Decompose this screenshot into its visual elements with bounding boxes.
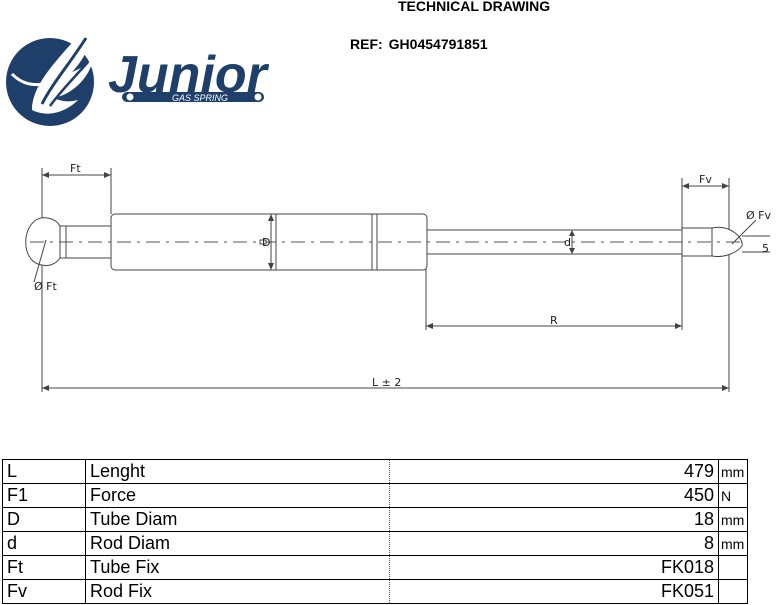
dim-d-small-label: d — [564, 236, 571, 249]
row-value: 450 — [389, 483, 719, 508]
ref-label: REF: — [350, 36, 383, 52]
row-value: 8 — [389, 531, 719, 556]
row-unit: N — [718, 483, 748, 508]
table-row: Ft Tube Fix FK018 — [2, 555, 748, 580]
row-label: Tube Diam — [85, 507, 390, 532]
row-label: Tube Fix — [85, 555, 390, 580]
dim-five-label: 5 — [762, 242, 769, 255]
row-label: Rod Fix — [85, 579, 390, 604]
logo-wing-icon — [32, 16, 97, 114]
row-unit: mm — [718, 531, 748, 556]
row-symbol: D — [2, 507, 86, 532]
drawing-title: TECHNICAL DRAWING — [398, 0, 551, 14]
dim-phi-fv-label: Ø Fv — [746, 209, 771, 222]
row-unit: mm — [718, 507, 748, 532]
row-unit: mm — [718, 459, 748, 484]
dim-d-big-label: D — [262, 236, 270, 249]
row-value: 479 — [389, 459, 719, 484]
row-symbol: Fv — [2, 579, 86, 604]
table-row: L Lenght 479 mm — [2, 459, 748, 484]
reference-line: REF: GH0454791851 — [350, 36, 488, 52]
row-value: FK051 — [389, 579, 719, 604]
dim-fv-label: Fv — [699, 173, 712, 186]
row-label: Rod Diam — [85, 531, 390, 556]
row-symbol: L — [2, 459, 86, 484]
table-row: Fv Rod Fix FK051 — [2, 579, 748, 604]
row-label: Force — [85, 483, 390, 508]
logo-subtitle-text: GAS SPRING — [172, 93, 228, 103]
junior-logo: Junior GAS SPRING — [6, 16, 270, 126]
row-symbol: d — [2, 531, 86, 556]
specs-table: L Lenght 479 mm F1 Force 450 N D Tube Di… — [2, 459, 748, 604]
dim-l-label: L ± 2 — [372, 376, 401, 389]
row-symbol: F1 — [2, 483, 86, 508]
table-row: D Tube Diam 18 mm — [2, 507, 748, 532]
table-row: F1 Force 450 N — [2, 483, 748, 508]
table-row: d Rod Diam 8 mm — [2, 531, 748, 556]
dim-phi-ft-label: Ø Ft — [34, 280, 57, 293]
dim-r-label: R — [550, 314, 558, 327]
gas-spring-drawing: Ft Fv Ø Ft Ø Fv d D R L ± 2 5 — [25, 162, 771, 392]
row-unit — [718, 555, 748, 580]
row-symbol: Ft — [2, 555, 86, 580]
row-unit — [718, 579, 748, 604]
row-value: 18 — [389, 507, 719, 532]
dim-ft-label: Ft — [70, 162, 81, 175]
row-label: Lenght — [85, 459, 390, 484]
row-value: FK018 — [389, 555, 719, 580]
ref-code: GH0454791851 — [388, 36, 488, 52]
